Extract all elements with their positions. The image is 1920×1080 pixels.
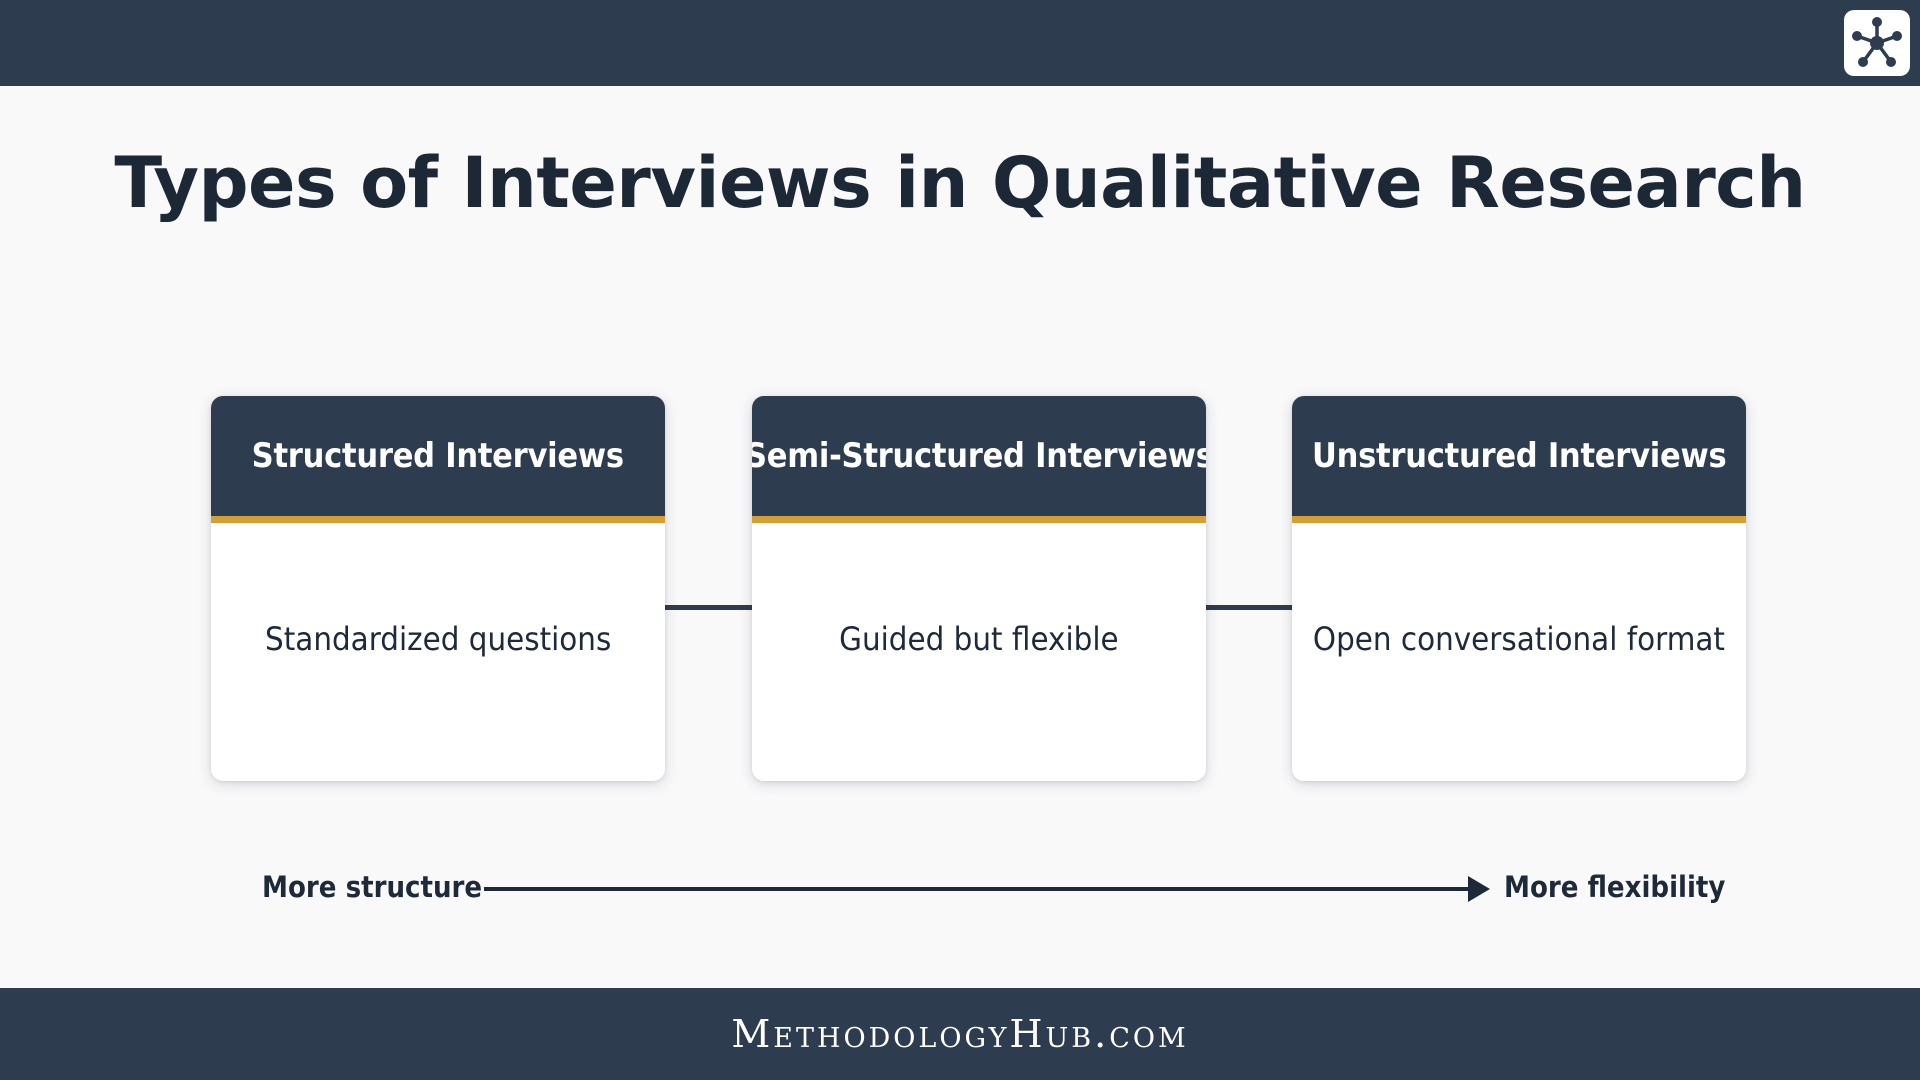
connector-line: [664, 605, 752, 610]
card-structured: Structured Interviews Standardized quest…: [211, 396, 665, 781]
footer-site-link[interactable]: MethodologyHub.com: [731, 1012, 1189, 1056]
card-description: Open conversational format: [1312, 620, 1726, 658]
page-title: Types of Interviews in Qualitative Resea…: [114, 142, 1806, 224]
card-header: Semi-Structured Interviews: [752, 396, 1206, 516]
card-semi-structured: Semi-Structured Interviews Guided but fl…: [752, 396, 1206, 781]
card-body: Standardized questions: [211, 523, 665, 781]
card-header: Unstructured Interviews: [1292, 396, 1746, 516]
logo-badge[interactable]: [1844, 10, 1910, 76]
card-unstructured: Unstructured Interviews Open conversatio…: [1292, 396, 1746, 781]
card-body: Open conversational format: [1292, 523, 1746, 781]
card-description: Guided but flexible: [839, 620, 1119, 658]
footer: MethodologyHub.com: [0, 988, 1920, 1080]
top-bar: [0, 0, 1920, 86]
scale-arrow-line: [484, 887, 1474, 891]
card-accent-bar: [752, 516, 1206, 523]
card-body: Guided but flexible: [752, 523, 1206, 781]
card-accent-bar: [1292, 516, 1746, 523]
network-hub-icon: [1852, 17, 1902, 67]
scale-right-label: More flexibility: [1504, 870, 1726, 904]
card-title: Structured Interviews: [251, 436, 625, 476]
connector-line: [1204, 605, 1292, 610]
card-accent-bar: [211, 516, 665, 523]
card-title: Semi-Structured Interviews: [752, 436, 1206, 476]
card-header: Structured Interviews: [211, 396, 665, 516]
scale-left-label: More structure: [262, 870, 483, 904]
arrow-right-icon: [1468, 876, 1490, 902]
card-description: Standardized questions: [264, 620, 612, 658]
card-title: Unstructured Interviews: [1311, 436, 1727, 476]
